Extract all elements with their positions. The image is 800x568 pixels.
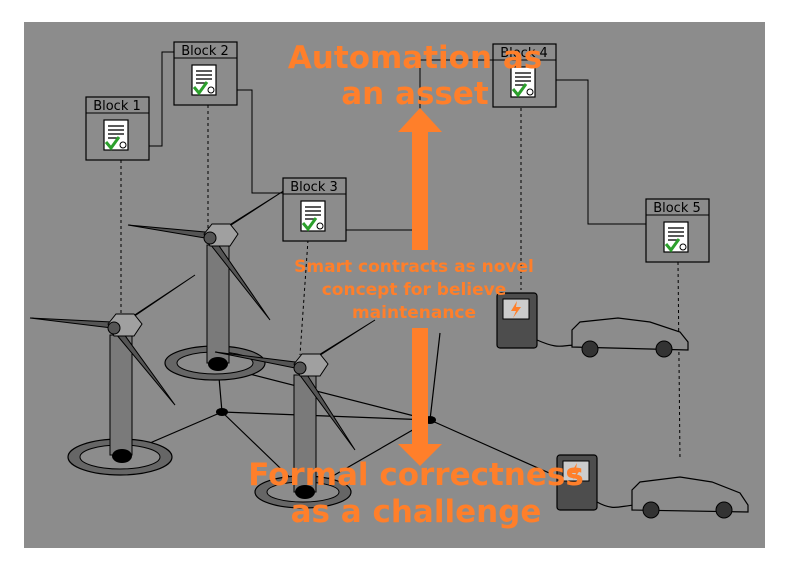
up-arrow-icon <box>398 108 442 250</box>
wind-turbine-icon <box>29 274 196 476</box>
top-text-line1: Automation as <box>288 40 542 76</box>
bottom-text-line1: Formal correctness <box>248 457 584 493</box>
block-2: Block 2 <box>173 41 238 106</box>
electric-car-icon <box>631 476 749 519</box>
block-1: Block 1 <box>85 96 150 161</box>
block-label: Block 3 <box>290 180 338 195</box>
document-check-icon <box>662 220 690 254</box>
electric-car-icon <box>571 317 689 358</box>
top-text-line2: an asset <box>341 76 489 112</box>
block-4: Block 4 <box>492 43 557 108</box>
block-label: Block 5 <box>653 201 701 216</box>
center-text-line1: Smart contracts as novel <box>294 257 534 277</box>
wind-turbine-icon <box>214 319 376 509</box>
down-arrow-icon <box>398 328 442 466</box>
block-dotted-links <box>120 105 681 461</box>
wind-turbine-icon <box>127 189 286 381</box>
center-text-line3: maintenance <box>352 303 476 323</box>
bottom-text-line2: as a challenge <box>291 494 542 530</box>
document-check-icon <box>299 199 327 233</box>
center-text-line2: concept for believe <box>322 280 507 300</box>
block-label: Block 4 <box>500 46 548 61</box>
block-3: Block 3 <box>282 177 347 242</box>
block-label: Block 1 <box>93 99 141 114</box>
document-check-icon <box>190 63 218 97</box>
block-5: Block 5 <box>645 198 710 263</box>
charging-station-icon <box>496 292 579 349</box>
block-label: Block 2 <box>181 44 229 59</box>
document-check-icon <box>102 118 130 152</box>
